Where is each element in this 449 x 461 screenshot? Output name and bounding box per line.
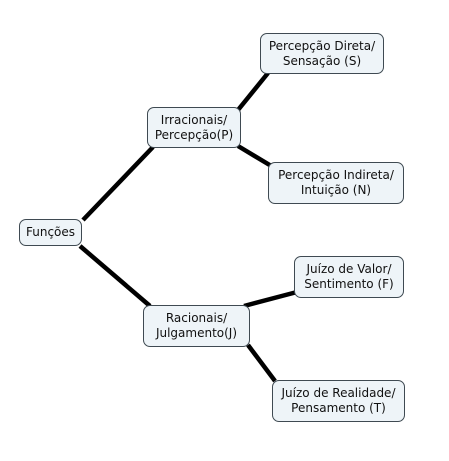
node-label: Funções	[26, 225, 75, 240]
node-label: Irracionais/ Percepção(P)	[155, 113, 233, 143]
node-text-line: Juízo de Realidade/	[281, 386, 396, 400]
edge-racionais-pensamento	[246, 343, 277, 383]
node-text-line: Julgamento(J)	[155, 326, 238, 340]
node-text-line: Percepção Indireta/	[278, 168, 394, 182]
node-intuicao: Percepção Indireta/ Intuição (N)	[268, 162, 404, 204]
edge-irracionais-intuicao	[236, 144, 275, 169]
node-sensacao: Percepção Direta/ Sensação (S)	[260, 33, 384, 74]
node-text-line: Percepção Direta/	[268, 38, 376, 53]
node-racionais: Racionais/ Julgamento(J)	[143, 305, 250, 347]
node-text-line: Percepção(P)	[154, 127, 234, 142]
node-label: Percepção Direta/ Sensação (S)	[269, 39, 375, 69]
node-text-line: Juízo de Valor/	[306, 262, 392, 276]
node-text-line: Sentimento (F)	[304, 277, 394, 291]
edge-irracionais-sensacao	[236, 71, 270, 112]
node-label: Juízo de Realidade/ Pensamento (T)	[282, 386, 396, 416]
node-text-line: Sensação (S)	[282, 53, 362, 68]
node-funcoes: Funções	[19, 219, 82, 246]
node-pensamento: Juízo de Realidade/ Pensamento (T)	[272, 380, 405, 422]
node-sentimento: Juízo de Valor/ Sentimento (F)	[294, 256, 404, 298]
node-label: Percepção Indireta/ Intuição (N)	[278, 168, 394, 198]
node-text-line: Irracionais/	[160, 112, 228, 127]
edge-funcoes-racionais	[78, 244, 152, 308]
node-text-line: Pensamento (T)	[291, 401, 386, 415]
node-text-line: Intuição (N)	[300, 183, 372, 197]
edge-funcoes-irracionais	[81, 145, 155, 222]
node-label: Juízo de Valor/ Sentimento (F)	[304, 262, 393, 292]
node-irracionais: Irracionais/ Percepção(P)	[147, 107, 241, 148]
node-label: Racionais/ Julgamento(J)	[156, 311, 237, 341]
node-text-line: Funções	[25, 225, 76, 239]
node-text-line: Racionais/	[165, 311, 228, 325]
edge-racionais-sentimento	[243, 289, 298, 309]
